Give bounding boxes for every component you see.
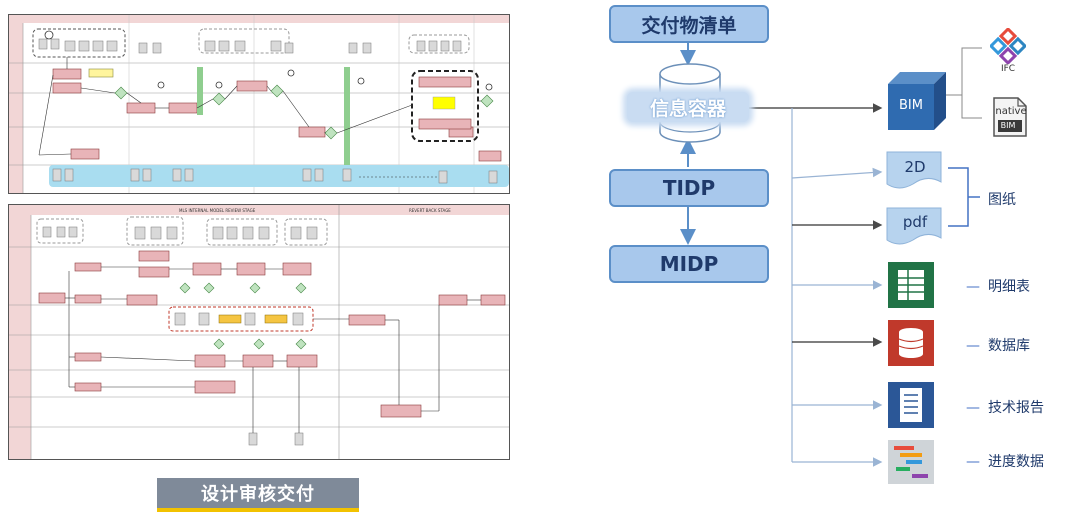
output-label-schedule: —明细表 [966,279,1030,295]
drawings-label: 图纸 [988,192,1016,208]
ifc-label: IFC [1000,64,1016,74]
native-bim-label: BIM [1000,121,1016,130]
2d-document-icon [886,151,942,189]
gantt-icon [888,440,934,484]
2d-document-label: 2D [904,158,926,176]
pdf-document-icon [886,207,942,245]
bottom-workflow-svg: MLS INTERNAL MODEL REVIEW STAGE REVERT B… [9,205,509,459]
bottom-header-right: REVERT BACK STAGE [409,208,451,213]
midp-box: MIDP [609,245,769,283]
info-flow-connectors [680,43,982,467]
output-label-report: —技术报告 [966,400,1044,416]
top-workflow-diagram [8,14,510,194]
pdf-document-label: pdf [902,213,928,231]
bottom-header-left: MLS INTERNAL MODEL REVIEW STAGE [179,208,256,213]
deliverables-list-box: 交付物清单 [609,5,769,43]
report-icon [888,382,934,428]
database-icon [888,320,934,366]
info-container-label: 信息容器 [627,92,749,122]
native-label: native [995,106,1027,117]
design-review-delivery-caption: 设计审核交付 [157,478,359,512]
bottom-workflow-diagram: MLS INTERNAL MODEL REVIEW STAGE REVERT B… [8,204,510,460]
ifc-logo-icon [990,28,1026,64]
native-bim-file-icon [993,97,1027,137]
bim-label: BIM [899,98,923,113]
tidp-box: TIDP [609,169,769,207]
info-container-text: 信息容器 [649,97,726,120]
spreadsheet-icon [888,262,934,308]
top-workflow-svg [9,15,509,193]
bim-cube-icon [888,72,946,130]
output-label-database: —数据库 [966,338,1030,354]
output-label-progress: —进度数据 [966,454,1044,470]
